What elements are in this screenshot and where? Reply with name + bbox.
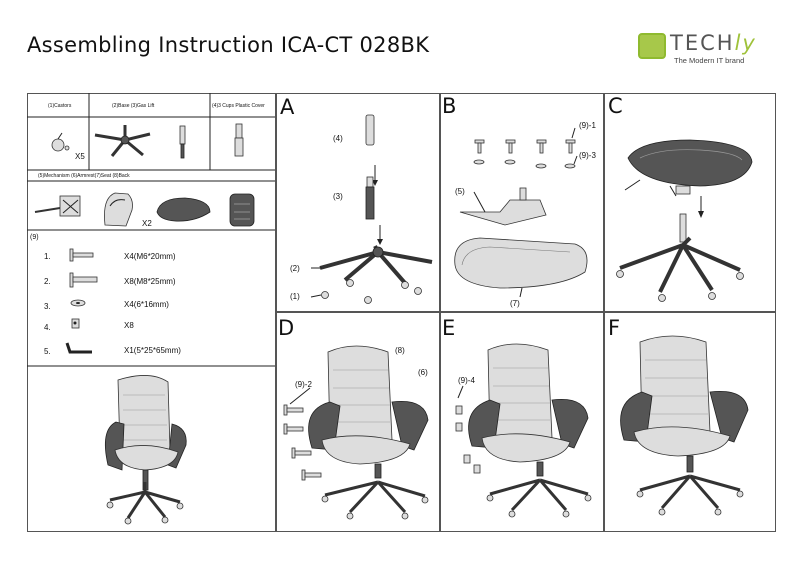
hw-qty-3: X4(6*16mm) bbox=[124, 300, 169, 309]
step-c-panel bbox=[603, 93, 776, 313]
armrest-icon bbox=[104, 192, 133, 227]
e-callout-9-4: (9)-4 bbox=[458, 376, 475, 385]
d-callout-9-2: (9)-2 bbox=[295, 380, 312, 389]
base-icon bbox=[94, 125, 151, 157]
brand-name: TECHly bbox=[670, 31, 757, 55]
mechanism-icon bbox=[34, 195, 81, 217]
hw-num-4: 4. bbox=[44, 323, 51, 332]
bolt-m8-icon bbox=[69, 272, 98, 288]
seat-icon bbox=[156, 197, 211, 222]
b-callout-9-1: (9)-1 bbox=[579, 121, 596, 130]
step-a-panel bbox=[275, 93, 441, 313]
hw-qty-4: X8 bbox=[124, 321, 134, 330]
step-e-letter: E bbox=[442, 316, 456, 340]
casters-qty: X5 bbox=[75, 152, 85, 161]
caster-icon bbox=[51, 132, 70, 152]
b-callout-9-3: (9)-3 bbox=[579, 151, 596, 160]
hw-qty-1: X4(M6*20mm) bbox=[124, 252, 176, 261]
page-title: Assembling Instruction ICA-CT 028BK bbox=[27, 33, 430, 57]
hardware-label: (9) bbox=[30, 234, 39, 241]
armrest-qty: X2 bbox=[142, 219, 152, 228]
gas-lift-icon bbox=[179, 125, 186, 159]
a-callout-1: (1) bbox=[290, 292, 300, 301]
hw-num-5: 5. bbox=[44, 347, 51, 356]
step-a-letter: A bbox=[280, 95, 295, 119]
hw-qty-2: X8(M8*25mm) bbox=[124, 277, 176, 286]
step-f-panel bbox=[603, 311, 776, 532]
a-callout-4: (4) bbox=[333, 134, 343, 143]
hw-num-2: 2. bbox=[44, 277, 51, 286]
d-callout-8: (8) bbox=[395, 346, 405, 355]
row2-label: (5)Mechanism (6)Armrest(7)Seat (8)Back bbox=[38, 173, 130, 179]
b-callout-5: (5) bbox=[455, 187, 465, 196]
base-gaslift-label: (2)Base (3)Gas Lift bbox=[112, 103, 155, 109]
washer-icon bbox=[70, 299, 86, 307]
hex-key-icon bbox=[65, 342, 92, 354]
bolt-m6-icon bbox=[69, 248, 94, 262]
a-callout-2: (2) bbox=[290, 264, 300, 273]
step-e-panel bbox=[439, 311, 605, 532]
plastic-cover-icon bbox=[234, 123, 244, 157]
a-callout-3: (3) bbox=[333, 192, 343, 201]
brand-logo: TECHly The Modern IT brand bbox=[638, 31, 778, 69]
step-d-panel bbox=[275, 311, 441, 532]
step-f-letter: F bbox=[608, 316, 621, 340]
hw-qty-5: X1(5*25*65mm) bbox=[124, 346, 181, 355]
brand-tagline: The Modern IT brand bbox=[674, 56, 745, 65]
techly-logo-icon bbox=[638, 33, 666, 59]
d-callout-6: (6) bbox=[418, 368, 428, 377]
b-callout-7: (7) bbox=[510, 299, 520, 308]
step-c-letter: C bbox=[608, 94, 623, 118]
cups-label: (4)3 Cups Plastic Cover bbox=[212, 103, 265, 109]
step-b-panel bbox=[439, 93, 605, 313]
step-b-letter: B bbox=[442, 94, 457, 118]
hw-num-3: 3. bbox=[44, 302, 51, 311]
casters-label: (1)Castors bbox=[48, 103, 72, 109]
step-d-letter: D bbox=[278, 316, 295, 340]
hw-num-1: 1. bbox=[44, 252, 51, 261]
nut-icon bbox=[71, 318, 80, 329]
back-icon bbox=[229, 193, 255, 227]
